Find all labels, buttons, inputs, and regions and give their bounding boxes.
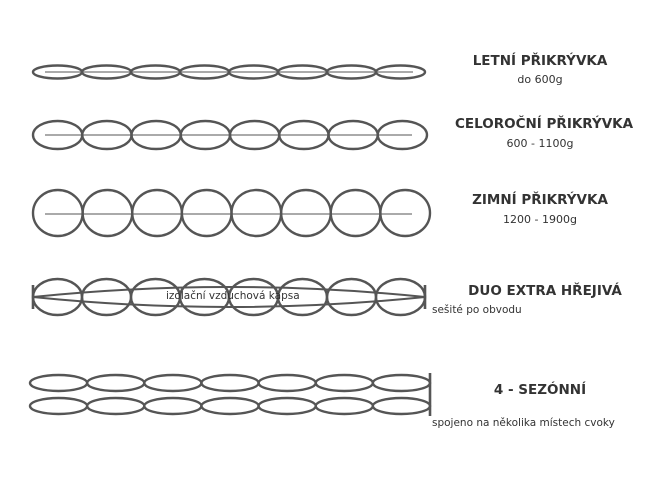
winter-blanket-section: [31, 188, 432, 238]
four-season-upper-chamber: [257, 373, 317, 393]
four-season-blanket-title: 4 - SEZÓNNÍ: [493, 382, 587, 398]
duo-blanket-section: [31, 277, 427, 317]
winter-chamber: [180, 188, 233, 238]
four-season-lower-chamber: [200, 396, 260, 416]
four-season-lower-chamber: [314, 396, 375, 416]
winter-chamber: [81, 188, 134, 238]
winter-chamber: [131, 188, 184, 238]
summer-blanket-title: LETNÍ PŘIKRÝVKA: [472, 53, 608, 69]
winter-chamber: [31, 188, 84, 238]
all-year-blanket-weight: 600 - 1100g: [506, 137, 574, 150]
winter-chamber: [279, 188, 332, 238]
four-season-upper-chamber: [28, 373, 89, 393]
winter-blanket-title: ZIMNÍ PŘIKRÝVKA: [472, 192, 608, 208]
summer-blanket-weight: do 600g: [517, 73, 563, 86]
winter-chamber: [329, 188, 382, 238]
duo-chamber: [325, 277, 378, 317]
duo-chamber: [80, 277, 133, 317]
four-season-lower-chamber: [85, 396, 146, 416]
four-season-upper-chamber: [143, 373, 203, 393]
four-season-upper-chamber: [200, 373, 260, 393]
four-season-lower-chamber: [143, 396, 203, 416]
duo-blanket-note: sešité po obvodu: [432, 304, 522, 316]
winter-chamber: [230, 188, 283, 238]
all-year-blanket-section: [31, 119, 429, 151]
all-year-blanket-title: CELOROČNÍ PŘIKRÝVKA: [455, 116, 634, 132]
four-season-blanket-note: spojeno na několika místech cvoky: [432, 417, 615, 429]
winter-chamber: [379, 188, 432, 238]
four-season-lower-chamber: [28, 396, 89, 416]
four-season-lower-chamber: [371, 396, 432, 416]
winter-blanket-weight: 1200 - 1900g: [503, 213, 577, 226]
four-season-blanket-section: [28, 373, 432, 416]
four-season-upper-chamber: [85, 373, 146, 393]
duo-blanket-title: DUO EXTRA HŘEJIVÁ: [468, 283, 622, 299]
four-season-lower-chamber: [257, 396, 317, 416]
four-season-upper-chamber: [371, 373, 432, 393]
summer-blanket-section: [31, 64, 427, 80]
four-season-upper-chamber: [314, 373, 375, 393]
air-pocket-label: izolační vzduchová kapsa: [166, 290, 300, 302]
